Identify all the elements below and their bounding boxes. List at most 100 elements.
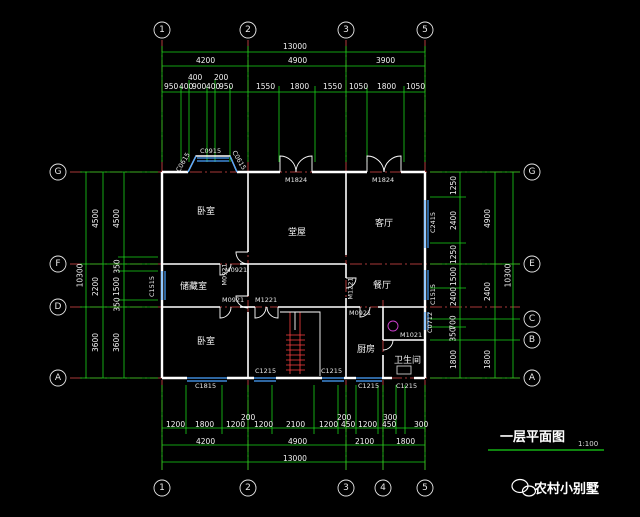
dim-top-small-2: 200: [214, 73, 229, 82]
dim-left-mid-3: 3600: [91, 332, 101, 353]
dim-left-inner-3: 1500: [112, 276, 122, 297]
dim-bottom-bay-4: 1800: [396, 437, 416, 446]
label-c1515-left: C1515: [148, 275, 157, 298]
dim-bottom-detail-3: 1200: [226, 420, 246, 429]
axis-bottom-5: 5: [422, 483, 428, 493]
dim-bottom-bay-2: 4900: [288, 437, 308, 446]
dim-top-detail-9: 1050: [349, 82, 369, 91]
axis-bottom-3: 3: [343, 483, 349, 493]
dim-bottom-bay-1: 4200: [196, 437, 216, 446]
room-dining: 餐厅: [373, 281, 392, 291]
dim-left-inner-5: 3600: [112, 332, 122, 353]
room-bedroom-bottom: 卧室: [197, 337, 216, 347]
dim-left-inner-4: 350: [112, 297, 122, 312]
dim-top-detail-1: 950: [164, 82, 179, 91]
label-m0921-d: M0921: [349, 309, 372, 317]
label-m0921-c: M0921: [222, 296, 245, 304]
dim-right-inner-1: 1250: [449, 175, 459, 196]
label-m0921-a: M0921: [225, 266, 248, 274]
label-c2415: C2415: [429, 211, 438, 234]
dim-right-mid-3: 1800: [483, 349, 493, 370]
dim-top-bay-1: 4200: [196, 56, 216, 65]
dim-bottom-detail-6: 1200: [319, 420, 339, 429]
dim-bottom-small-3: 300: [383, 413, 398, 422]
dim-right-inner-2: 2400: [449, 210, 459, 231]
dim-left-total: 10300: [75, 263, 85, 288]
axis-bottom-2: 2: [245, 483, 251, 493]
dim-bottom-detail-2: 1800: [195, 420, 215, 429]
room-living: 客厅: [375, 219, 394, 229]
label-c0915: C0915: [200, 147, 222, 155]
fixtures: [387, 320, 412, 375]
axis-top-1: 1: [159, 25, 165, 35]
label-m1021: M1021: [400, 331, 423, 339]
dim-bottom-detail-9: 450: [382, 420, 397, 429]
dim-bottom-bay-3: 2100: [355, 437, 375, 446]
dim-bottom-detail-8: 1200: [358, 420, 378, 429]
dim-bottom-detail-5: 2100: [286, 420, 306, 429]
dim-right-inner-3: 1250: [449, 244, 459, 265]
dim-left-inner-1: 4500: [112, 208, 122, 229]
axis-bottom-4: 4: [380, 483, 386, 493]
axis-top-5: 5: [422, 25, 428, 35]
label-c1515-right: C1515: [429, 283, 438, 306]
drawing-title: 一层平面图: [500, 430, 566, 445]
dim-bottom-detail-10: 300: [414, 420, 429, 429]
dim-bottom-small-2: 200: [337, 413, 352, 422]
dim-right-inner-5: 2400: [449, 286, 459, 307]
interior-walls: [162, 172, 425, 378]
dim-top-detail-7: 1800: [290, 82, 310, 91]
room-hall: 堂屋: [288, 228, 307, 238]
label-m1221-b: M1221: [346, 277, 355, 300]
dim-top-detail-11: 1050: [406, 82, 426, 91]
dim-bottom-total: 13000: [283, 454, 307, 463]
dim-top-small-1: 400: [188, 73, 203, 82]
room-bedroom-top: 卧室: [197, 207, 216, 217]
watermark-text: 农村小别墅: [534, 481, 600, 497]
dim-top-detail-2: 400: [179, 82, 194, 91]
dim-top-detail-10: 1800: [377, 82, 397, 91]
axis-right-a: A: [528, 373, 536, 383]
dim-top-detail-3: 900: [192, 82, 207, 91]
axis-right-b: B: [528, 335, 536, 345]
dim-bottom-detail-7: 450: [341, 420, 356, 429]
dim-left-mid-2: 2200: [91, 276, 101, 297]
doors: [219, 155, 402, 351]
dim-bottom-detail-1: 1200: [166, 420, 186, 429]
label-c0712: C0712: [426, 311, 435, 334]
label-stair-c1215: C1215: [396, 382, 418, 390]
room-bath: 卫生间: [394, 356, 422, 366]
axis-right-g: G: [528, 167, 536, 177]
wechat-icon: [511, 478, 537, 497]
dim-top-detail-6: 1550: [256, 82, 276, 91]
label-m0921-b: M0921: [220, 263, 229, 286]
label-m1824-left: M1824: [285, 176, 308, 184]
exterior-walls: [160, 170, 427, 380]
watermark: 农村小别墅: [512, 474, 599, 500]
stair-rails: [280, 311, 321, 376]
dim-top-bay-2: 4900: [288, 56, 308, 65]
dim-top-detail-8: 1550: [323, 82, 343, 91]
dim-right-mid-2: 2400: [483, 281, 493, 302]
axis-right-c: C: [528, 314, 536, 324]
axis-bottom-1: 1: [159, 483, 165, 493]
axis-left-d: D: [54, 302, 62, 312]
dim-right-inner-4: 1500: [449, 266, 459, 287]
stairs: [286, 312, 305, 374]
dimension-lines: [80, 46, 520, 470]
dim-right-mid-1: 4900: [483, 208, 493, 229]
dim-right-inner-8: 1800: [449, 349, 459, 370]
axis-right-e: E: [529, 259, 535, 269]
label-m1221-a: M1221: [255, 296, 278, 304]
dim-top-total: 13000: [283, 42, 307, 51]
dim-right-total: 10300: [503, 263, 513, 288]
windows: [161, 155, 429, 382]
dim-right-inner-7: 350: [448, 327, 458, 342]
dim-left-inner-2: 350: [112, 259, 122, 274]
axis-top-3: 3: [343, 25, 349, 35]
room-kitchen: 厨房: [357, 345, 376, 355]
axis-left-a: A: [54, 373, 62, 383]
label-c1815: C1815: [195, 382, 217, 390]
dim-bottom-detail-4: 1200: [254, 420, 274, 429]
